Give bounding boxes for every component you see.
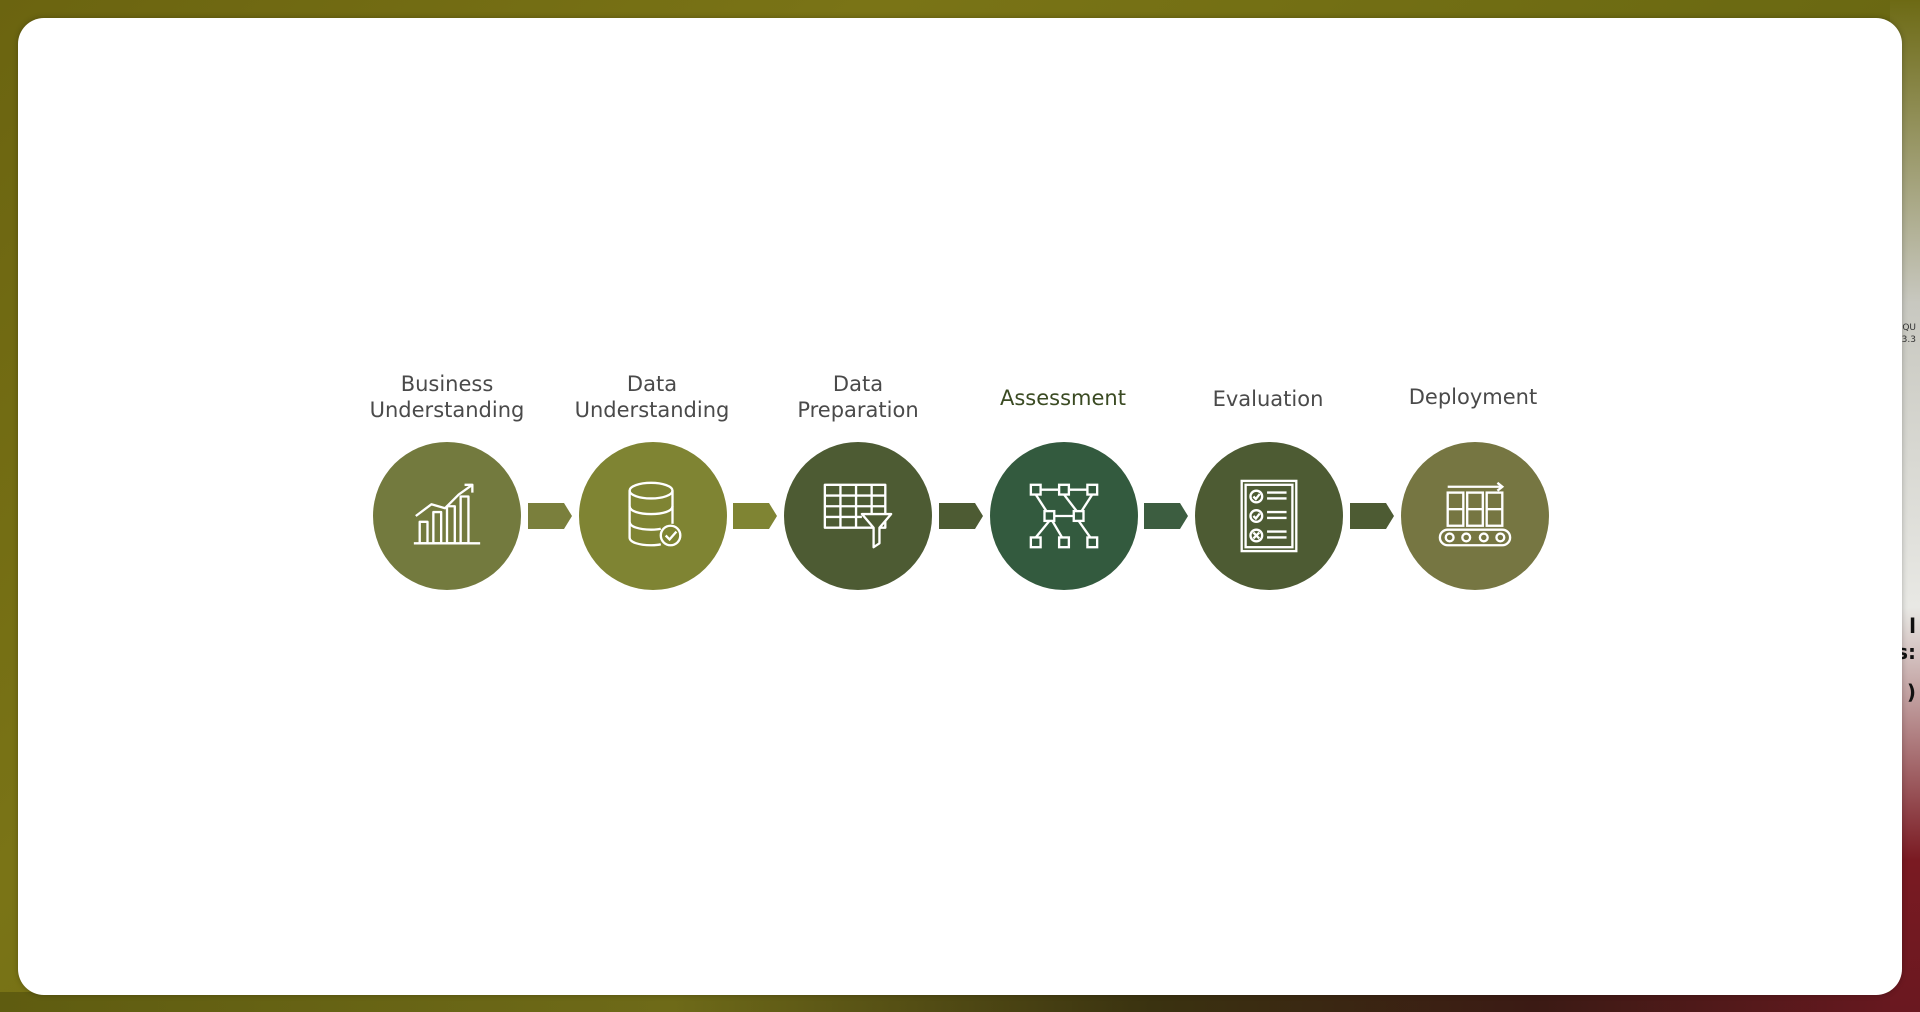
edge-text-small-2: 3.3 [1901, 335, 1916, 345]
step-circle-data-understanding [579, 442, 727, 590]
database-icon [628, 481, 682, 547]
process-pipeline: Business Understanding Data Understandin… [18, 18, 1902, 995]
step-label-line1: Assessment [1000, 386, 1126, 410]
step-label-line1: Business [400, 372, 494, 396]
step-label-business-understanding: Business Understanding [357, 371, 537, 423]
main-card: Business Understanding Data Understandin… [18, 18, 1902, 995]
bar-chart-icon [413, 483, 481, 545]
step-label-line2: Understanding [574, 398, 730, 422]
step-label-evaluation: Evaluation [1178, 386, 1358, 412]
connector-arrow-3 [939, 503, 983, 529]
step-label-deployment: Deployment [1383, 384, 1563, 410]
edge-text-small-1: QU [1902, 323, 1916, 333]
connector-arrow-4 [1144, 503, 1188, 529]
checklist-icon [1240, 479, 1298, 553]
step-label-line2: Understanding [369, 398, 525, 422]
model-network-icon [1029, 483, 1099, 549]
step-label-line1: Evaluation [1212, 387, 1324, 411]
step-label-data-understanding: Data Understanding [562, 371, 742, 423]
conveyor-icon [1438, 481, 1512, 547]
edge-text-bold-3: ) [1906, 680, 1916, 704]
step-label-line1: Data [832, 372, 884, 396]
connector-arrow-1 [528, 503, 572, 529]
connector-arrow-5 [1350, 503, 1394, 529]
connector-arrow-2 [733, 503, 777, 529]
step-circle-evaluation [1195, 442, 1343, 590]
table-filter-icon [823, 483, 893, 549]
step-label-data-preparation: Data Preparation [768, 371, 948, 423]
edge-text-bold-1: l [1909, 614, 1916, 638]
step-circle-data-preparation [784, 442, 932, 590]
step-circle-business-understanding [373, 442, 521, 590]
step-label-line1: Data [626, 372, 678, 396]
background-bottom-strip [0, 992, 1920, 1012]
step-circle-assessment [990, 442, 1138, 590]
step-label-assessment: Assessment [973, 385, 1153, 411]
step-label-line2: Preparation [797, 398, 919, 422]
step-circle-deployment [1401, 442, 1549, 590]
step-label-line1: Deployment [1408, 385, 1538, 409]
